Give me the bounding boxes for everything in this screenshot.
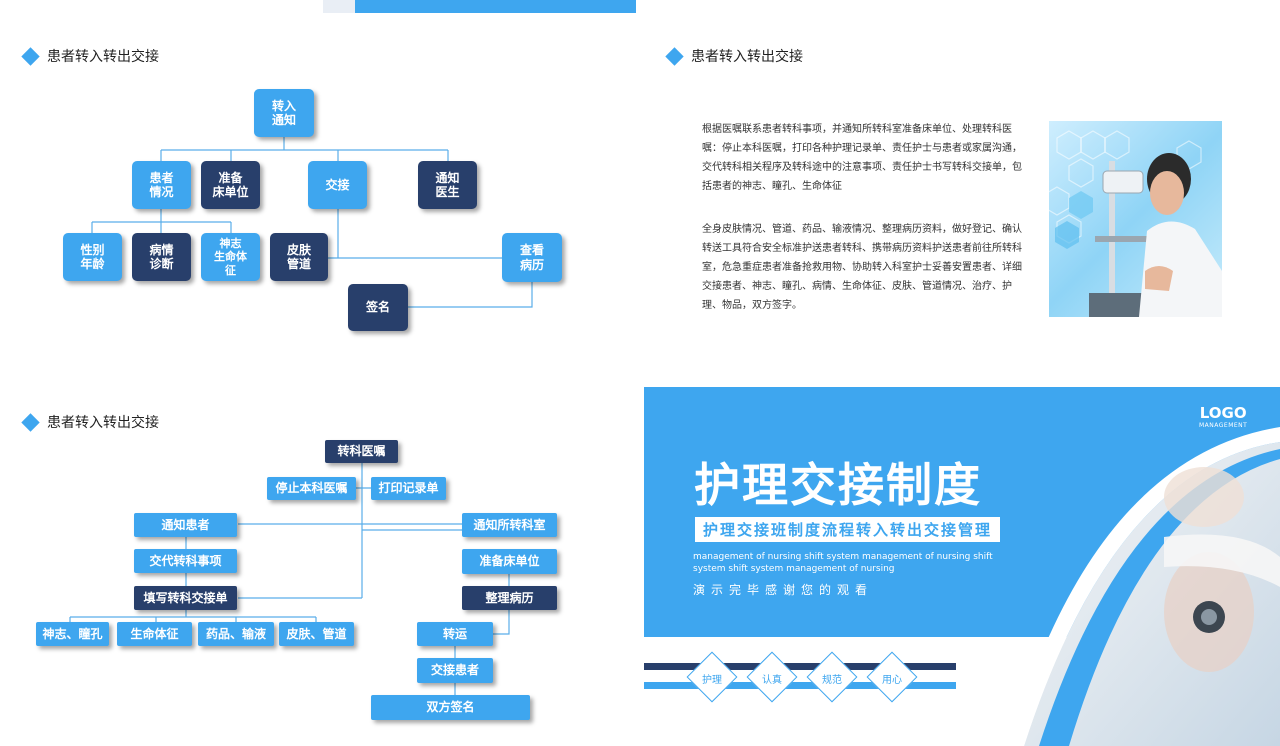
section-title-1: 患者转入转出交接: [21, 46, 159, 66]
node-label: 转入 通知: [271, 98, 296, 127]
flow1-node-tongzhi-yisheng: 通知 医生: [418, 161, 477, 209]
flow1-node-pifu: 皮肤 管道: [270, 233, 328, 281]
node-label: 打印记录单: [378, 481, 439, 496]
flow2-node-tianxie: 填写转科交接单: [134, 586, 237, 610]
band-navy: [644, 663, 956, 670]
node-label: 药品、输液: [205, 626, 266, 641]
cover-subtitle: 护理交接班制度流程转入转出交接管理: [695, 517, 1001, 542]
logo-text: LOGO: [1199, 404, 1247, 422]
section-title-text: 患者转入转出交接: [691, 49, 803, 65]
flow1-node-jiaojie: 交接: [308, 161, 367, 209]
flow1-node-huanzhe: 患者 情况: [132, 161, 191, 209]
flow2-node-dayin: 打印记录单: [371, 477, 446, 500]
section-title-3: 患者转入转出交接: [21, 412, 159, 432]
band-blue: [644, 682, 956, 689]
node-label: 皮肤、管道: [286, 626, 347, 641]
node-label: 通知 医生: [435, 170, 460, 199]
node-label: 神志、瞳孔: [42, 626, 103, 641]
tag-label: 规范: [822, 675, 842, 686]
node-label: 通知所转科室: [473, 517, 546, 532]
node-label: 转科医嘱: [337, 444, 386, 459]
flow1-node-zhuanru: 转入 通知: [254, 89, 314, 137]
section-title-2: 患者转入转出交接: [665, 46, 803, 66]
eye-exam-photo: [1049, 121, 1222, 317]
node-label: 停止本科医嘱: [275, 481, 348, 496]
flow2-node-shuangfang: 双方签名: [371, 695, 530, 720]
flow2-node-tongzhi-keshi: 通知所转科室: [462, 513, 557, 537]
logo-subtext: MANAGEMENT: [1199, 422, 1248, 429]
cover-photo-decor: [1009, 427, 1280, 746]
diamond-icon: [665, 46, 684, 66]
flow2-node-shenzhi: 神志、瞳孔: [36, 622, 109, 646]
paragraph-2: 全身皮肤情况、管道、药品、输液情况、整理病历资料，做好登记、确认转送工具符合安全…: [702, 224, 1022, 311]
node-label: 准备 床单位: [212, 170, 249, 199]
node-label: 患者 情况: [149, 170, 174, 199]
flow1-node-qianming: 签名: [348, 284, 408, 331]
node-label: 交接患者: [430, 663, 479, 678]
node-label: 双方签名: [426, 700, 475, 715]
node-label: 神志 生命体 征: [214, 237, 247, 277]
paragraph-1: 根据医嘱联系患者转科事项，并通知所转科室准备床单位、处理转科医嘱：停止本科医嘱，…: [702, 124, 1022, 192]
flow2-node-zhengli: 整理病历: [462, 586, 557, 610]
section-title-text: 患者转入转出交接: [47, 49, 159, 65]
flow2-node-jiaojie: 交接患者: [417, 658, 493, 683]
flow1-node-shenzhi: 神志 生命体 征: [201, 233, 260, 281]
flow1-node-zhunbei: 准备 床单位: [201, 161, 260, 209]
node-label: 准备床单位: [479, 554, 540, 569]
node-label: 转运: [442, 626, 467, 641]
node-label: 生命体征: [130, 626, 179, 641]
section-title-text: 患者转入转出交接: [47, 415, 159, 431]
tag-label: 用心: [882, 675, 902, 686]
flow2-node-jiaodai: 交代转科事项: [134, 549, 237, 573]
flow1-node-xingbie: 性别 年龄: [63, 233, 122, 281]
tag-label: 认真: [762, 675, 782, 686]
flow2-node-tingzhi: 停止本科医嘱: [267, 477, 356, 500]
flow2-node-zhuanyun: 转运: [417, 622, 493, 646]
cover-title: 护理交接制度: [694, 458, 982, 512]
flow1-node-bingqing: 病情 诊断: [132, 233, 191, 281]
cover-slide: LOGO MANAGEMENT 护理交接制度 护理交接班制度流程转入转出交接管理…: [644, 387, 1280, 746]
node-label: 病情 诊断: [149, 242, 174, 271]
top-accent-light: [323, 0, 358, 13]
cover-thanks: 演示完毕感谢您的观看: [693, 583, 874, 597]
node-label: 性别 年龄: [80, 242, 105, 271]
flow2-node-yaopin: 药品、输液: [198, 622, 274, 646]
node-label: 通知患者: [161, 517, 210, 532]
flow1-connectors: [91, 137, 533, 308]
node-label: 交代转科事项: [149, 553, 222, 568]
node-label: 填写转科交接单: [143, 590, 228, 605]
flow2-node-shengming: 生命体征: [117, 622, 192, 646]
flow2-node-tongzhi-huanzhe: 通知患者: [134, 513, 237, 537]
node-label: 整理病历: [485, 590, 534, 605]
flow2-node-pifu: 皮肤、管道: [279, 622, 354, 646]
node-label: 查看 病历: [519, 243, 544, 272]
flow2-node-zhunbei: 准备床单位: [462, 549, 557, 574]
flow2-node-yizhu: 转科医嘱: [325, 440, 398, 463]
cover-english: management of nursing shift system manag…: [693, 552, 993, 574]
logo: LOGO MANAGEMENT: [1199, 404, 1247, 429]
tag-label: 护理: [702, 675, 722, 686]
flow1-node-chakan: 查看 病历: [502, 233, 562, 282]
node-label: 交接: [325, 177, 350, 192]
node-label: 签名: [365, 300, 390, 315]
top-accent-bar: [355, 0, 636, 13]
eye-exam-illustration: [1049, 130, 1222, 317]
node-label: 皮肤 管道: [286, 242, 311, 271]
